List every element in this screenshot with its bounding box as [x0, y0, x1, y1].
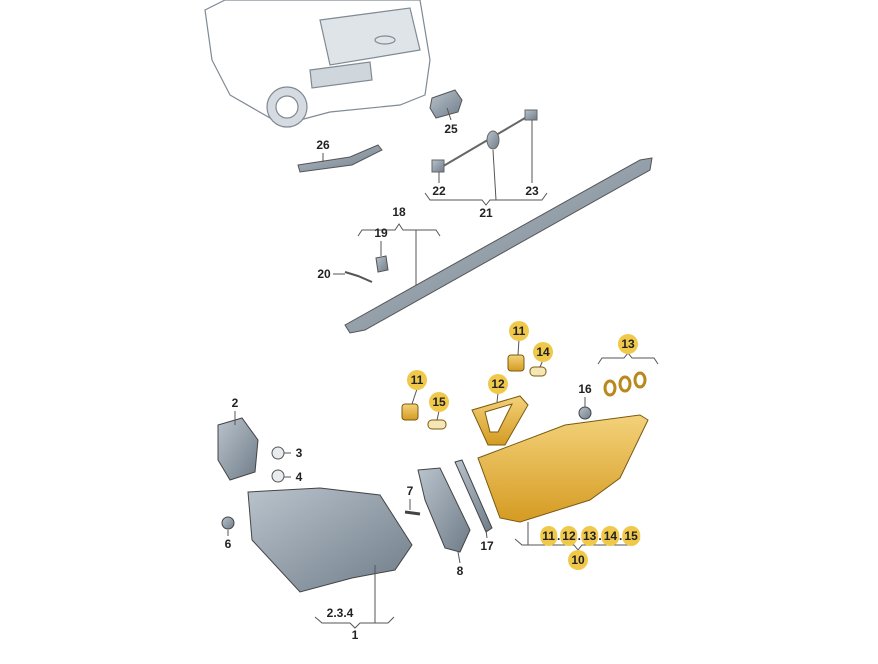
part-6-nut — [221, 516, 235, 530]
part-1-outer-tail-lamp — [247, 487, 413, 593]
label-part-14: 14 — [601, 526, 620, 546]
label-part-25: 25 — [444, 122, 458, 136]
label-part-23: 23 — [525, 184, 539, 198]
label-part-13: 13 — [580, 526, 599, 546]
label-part-15: 15 — [622, 526, 640, 546]
part-11-bulb-socket — [401, 354, 525, 421]
part-15-bulb — [427, 419, 447, 430]
part-19-clip — [375, 255, 389, 273]
label-part-8: 8 — [456, 564, 464, 578]
label-part-4: 4 — [295, 470, 303, 484]
leader-lines — [227, 107, 659, 629]
label-part-3: 3 — [295, 446, 303, 460]
label-part-11: 11 — [407, 370, 427, 390]
part-25-lamp-bracket — [429, 89, 463, 119]
label-part-26: 26 — [316, 138, 330, 152]
label-part-14: 14 — [533, 342, 553, 362]
label-part-12: 12 — [488, 374, 508, 394]
part-17-seal — [454, 459, 493, 533]
part-20-screw — [344, 271, 373, 283]
label-part-15: 15 — [429, 392, 449, 412]
part-16-nut — [578, 406, 592, 420]
vehicle-illustration — [204, 0, 431, 128]
label-part-2: 2 — [231, 396, 239, 410]
part-7-screw — [404, 510, 421, 516]
label-part-11: 11 — [509, 321, 529, 341]
label-part-17: 17 — [480, 539, 494, 553]
part-8-gasket — [417, 467, 471, 553]
label-part-10: 10 — [568, 550, 588, 570]
label-part-6: 6 — [224, 537, 232, 551]
part-21-cable — [431, 109, 538, 173]
label-part-1: 1 — [351, 628, 359, 642]
part-3-bulb — [271, 446, 285, 460]
label-part-22: 22 — [432, 184, 446, 198]
part-4-bulb — [271, 469, 285, 483]
label-part-21: 21 — [479, 206, 493, 220]
label-part-7: 7 — [406, 484, 414, 498]
part-26-reflector-strip — [297, 144, 383, 173]
label-part-12: 12 — [560, 526, 578, 546]
part-12-gasket — [471, 395, 529, 446]
part-10-inner-tail-lamp — [477, 414, 649, 523]
part-2-bulb-holder — [217, 417, 259, 481]
label-part-18: 18 — [392, 205, 406, 219]
part-18-trim-strip — [344, 157, 653, 334]
label-part-16: 16 — [578, 382, 592, 396]
part-13-rings — [603, 371, 647, 397]
label-part-19: 19 — [374, 226, 388, 240]
label-group-10-components: 11.12.13.14.15 — [540, 526, 640, 546]
label-part-13: 13 — [618, 334, 638, 354]
label-part-20: 20 — [317, 267, 331, 281]
label-parts-2-3-4: 2.3.4 — [326, 606, 354, 620]
part-14-bulb — [529, 366, 547, 377]
label-part-11: 11 — [540, 526, 557, 546]
